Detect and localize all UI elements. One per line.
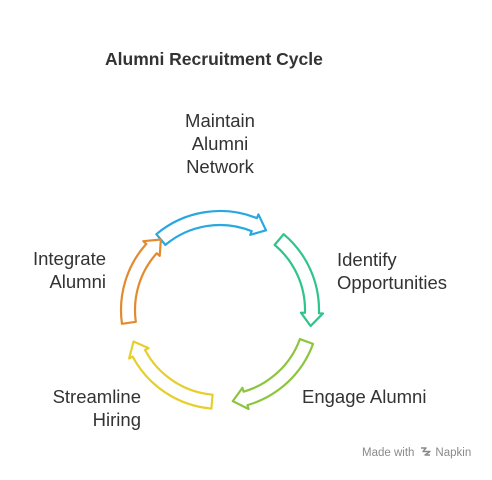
step-label-line: Integrate (32, 248, 106, 269)
cycle-arrow-4-icon (128, 340, 214, 410)
cycle-arrow-2-icon (273, 233, 325, 328)
step-label-line: Alumni (49, 271, 106, 292)
footer-brand: Napkin (435, 447, 472, 459)
step-label-maintain-alumni-network: Maintain Alumni Network (180, 109, 260, 178)
step-label-streamline-hiring: Streamline Hiring (30, 385, 141, 431)
cycle-arrow-1-icon (155, 209, 268, 246)
step-label-line: Engage Alumni (302, 386, 427, 407)
step-label-line: Identify (337, 249, 397, 270)
step-label-integrate-alumni: Integrate Alumni (20, 247, 106, 293)
made-with-napkin-footer[interactable]: Made with Napkin (362, 446, 471, 460)
step-label-engage-alumni: Engage Alumni (302, 385, 426, 408)
step-label-line: Network (186, 156, 254, 177)
step-label-line: Alumni (191, 133, 249, 154)
step-label-line: Streamline (52, 386, 141, 407)
napkin-logo-icon (420, 446, 432, 460)
cycle-arrow-5-icon (119, 238, 162, 325)
step-label-line: Maintain (185, 110, 255, 131)
step-label-identify-opportunities: Identify Opportunities (337, 248, 447, 294)
footer-prefix: Made with (362, 447, 415, 459)
diagram-title: Alumni Recruitment Cycle (105, 49, 323, 69)
cycle-arrow-3-icon (231, 337, 315, 411)
step-label-line: Hiring (92, 409, 141, 430)
step-label-line: Opportunities (337, 272, 448, 293)
